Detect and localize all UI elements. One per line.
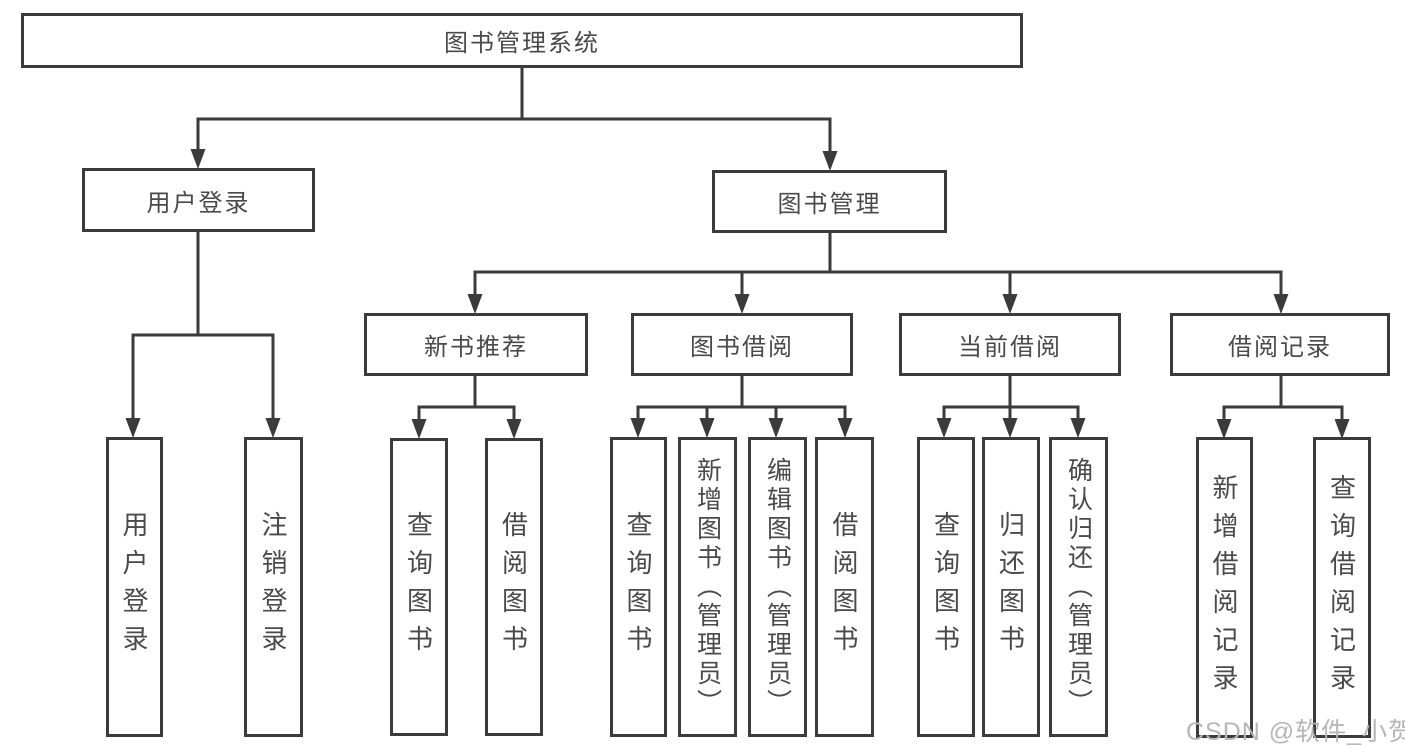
leaf-logout: 注销登录 xyxy=(244,437,303,737)
leaf-edit-books-admin: 编辑图书（管理员） xyxy=(748,437,807,737)
leaf-query-borrow-record: 查询借阅记录 xyxy=(1313,437,1371,738)
leaf-return-books: 归还图书 xyxy=(982,437,1040,737)
node-book-borrow: 图书借阅 xyxy=(631,313,853,376)
csdn-watermark: CSDN @软件_小贺同学 xyxy=(1186,718,1405,746)
node-book-management: 图书管理 xyxy=(712,170,947,233)
leaf-borrow-books: 借阅图书 xyxy=(815,437,874,737)
leaf-add-borrow-record: 新增借阅记录 xyxy=(1196,437,1253,738)
node-library-management-system: 图书管理系统 xyxy=(21,13,1023,68)
leaf-user-login: 用户登录 xyxy=(106,437,163,737)
leaf-query-books-borrow: 查询图书 xyxy=(610,437,667,737)
leaf-query-books-recommend: 查询图书 xyxy=(390,438,448,736)
node-borrow-records: 借阅记录 xyxy=(1170,313,1390,376)
leaf-confirm-return-admin: 确认归还（管理员） xyxy=(1049,437,1108,737)
leaf-query-books-current: 查询图书 xyxy=(917,437,975,737)
node-new-book-recommend: 新书推荐 xyxy=(364,313,588,376)
node-user-login: 用户登录 xyxy=(82,168,315,232)
leaf-borrow-books-recommend: 借阅图书 xyxy=(485,438,543,736)
arrowheads xyxy=(125,149,1350,439)
node-current-borrow: 当前借阅 xyxy=(899,313,1121,376)
leaf-add-books-admin: 新增图书（管理员） xyxy=(678,437,737,737)
